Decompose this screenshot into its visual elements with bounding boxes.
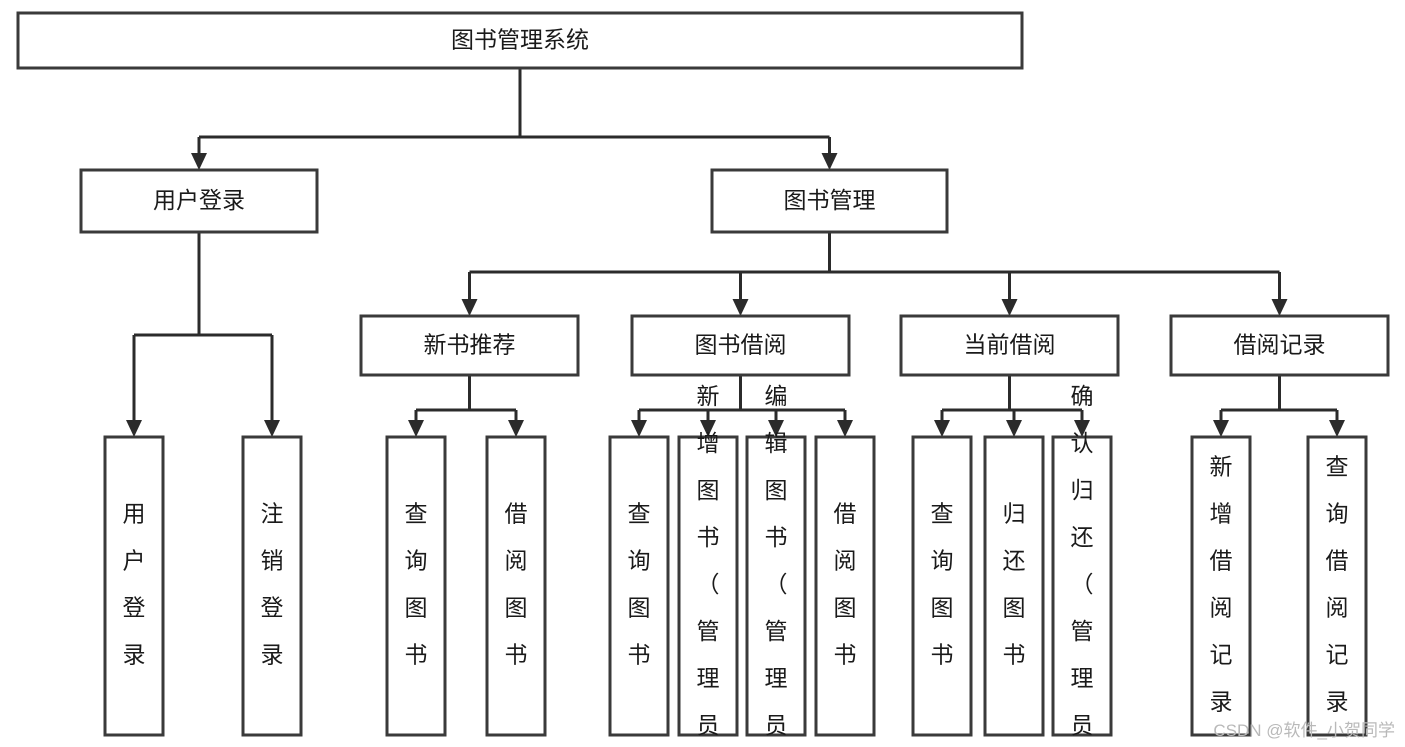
connector-lines <box>126 68 1345 437</box>
connector-root-to-user-login-arrowhead <box>191 153 207 170</box>
connector-borrow-record-to-leaf-query-record-arrowhead <box>1329 420 1345 437</box>
node-box-borrow-record <box>1169 314 1390 377</box>
node-box-root <box>16 11 1024 70</box>
node-box-leaf-borrow-book-1 <box>485 435 547 737</box>
node-label-leaf-confirm-return: 确认归还（管理员） <box>1071 383 1094 747</box>
node-user-login[interactable]: 用户登录 <box>79 168 319 234</box>
node-box-leaf-query-record <box>1306 435 1368 737</box>
node-label-user-login: 用户登录 <box>153 187 245 213</box>
node-label-new-book-rec: 新书推荐 <box>424 332 516 358</box>
node-root[interactable]: 图书管理系统 <box>16 11 1024 70</box>
node-box-leaf-query-book-1 <box>385 435 447 737</box>
connector-root-to-book-manage-arrowhead <box>821 153 838 170</box>
node-box-leaf-add-book <box>677 435 739 737</box>
node-box-leaf-edit-book <box>745 435 807 737</box>
node-book-borrow[interactable]: 图书借阅 <box>630 314 851 377</box>
node-label-borrow-record: 借阅记录 <box>1234 332 1326 358</box>
node-label-root: 图书管理系统 <box>451 27 589 53</box>
connector-book-borrow-to-leaf-add-book-arrowhead <box>700 420 716 437</box>
node-box-user-login <box>79 168 319 234</box>
connector-bookmanage-to-current-borrow-arrowhead <box>1001 299 1018 316</box>
connector-book-borrow-to-leaf-edit-book-arrowhead <box>768 420 784 437</box>
connector-user-login-to-leaf-user-login-arrowhead <box>126 420 142 437</box>
connector-book-borrow-to-leaf-borrow-book-2-arrowhead <box>837 420 853 437</box>
node-leaf-borrow-book-1[interactable]: 借阅图书 <box>485 435 547 737</box>
node-box-book-manage <box>710 168 949 234</box>
node-label-leaf-borrow-book-1: 借阅图书 <box>505 501 528 668</box>
node-label-book-borrow: 图书借阅 <box>695 332 787 358</box>
connector-book-borrow-to-leaf-query-book-2-arrowhead <box>631 420 647 437</box>
node-current-borrow[interactable]: 当前借阅 <box>899 314 1120 377</box>
node-box-leaf-confirm-return <box>1051 435 1113 737</box>
node-box-leaf-borrow-book-2 <box>814 435 876 737</box>
node-label-leaf-logout: 注销登录 <box>261 501 284 668</box>
node-leaf-borrow-book-2[interactable]: 借阅图书 <box>814 435 876 737</box>
connector-new-book-rec-to-leaf-query-book-1-arrowhead <box>408 420 424 437</box>
node-leaf-query-record[interactable]: 查询借阅记录 <box>1306 435 1368 737</box>
node-box-book-borrow <box>630 314 851 377</box>
node-label-leaf-query-book-3: 查询图书 <box>931 501 954 668</box>
node-book-manage[interactable]: 图书管理 <box>710 168 949 234</box>
connector-current-borrow-to-leaf-confirm-return-arrowhead <box>1074 420 1090 437</box>
node-box-current-borrow <box>899 314 1120 377</box>
node-leaf-add-book[interactable]: 新增图书（管理员） <box>677 383 739 747</box>
node-label-book-manage: 图书管理 <box>784 187 876 213</box>
node-box-new-book-rec <box>359 314 580 377</box>
node-label-leaf-edit-book: 编辑图书（管理员） <box>765 383 788 747</box>
connector-bookmanage-to-borrow-record-arrowhead <box>1271 299 1288 316</box>
node-box-leaf-logout <box>241 435 303 737</box>
node-box-leaf-query-book-2 <box>608 435 670 737</box>
connector-current-borrow-to-leaf-query-book-3-arrowhead <box>934 420 950 437</box>
node-leaf-edit-book[interactable]: 编辑图书（管理员） <box>745 383 807 747</box>
node-borrow-record[interactable]: 借阅记录 <box>1169 314 1390 377</box>
connector-user-login-to-leaf-logout-arrowhead <box>264 420 280 437</box>
node-label-leaf-borrow-book-2: 借阅图书 <box>834 501 857 668</box>
connector-bookmanage-to-book-borrow-arrowhead <box>732 299 749 316</box>
connector-new-book-rec-to-leaf-borrow-book-1-arrowhead <box>508 420 524 437</box>
node-leaf-logout[interactable]: 注销登录 <box>241 435 303 737</box>
node-box-leaf-add-record <box>1190 435 1252 737</box>
node-label-leaf-add-record: 新增借阅记录 <box>1210 454 1233 715</box>
node-label-leaf-return-book: 归还图书 <box>1003 501 1026 668</box>
node-label-leaf-user-login: 用户登录 <box>123 501 146 668</box>
node-box-leaf-user-login <box>103 435 165 737</box>
node-leaf-return-book[interactable]: 归还图书 <box>983 435 1045 737</box>
node-label-leaf-query-book-2: 查询图书 <box>628 501 651 668</box>
node-label-current-borrow: 当前借阅 <box>964 332 1056 358</box>
connector-borrow-record-to-leaf-add-record-arrowhead <box>1213 420 1229 437</box>
node-leaf-user-login[interactable]: 用户登录 <box>103 435 165 737</box>
connector-current-borrow-to-leaf-return-book-arrowhead <box>1006 420 1022 437</box>
node-label-leaf-query-record: 查询借阅记录 <box>1326 454 1349 715</box>
node-box-leaf-query-book-3 <box>911 435 973 737</box>
node-boxes: 图书管理系统用户登录图书管理新书推荐图书借阅当前借阅借阅记录用户登录注销登录查询… <box>16 11 1390 747</box>
node-box-leaf-return-book <box>983 435 1045 737</box>
node-leaf-confirm-return[interactable]: 确认归还（管理员） <box>1051 383 1113 747</box>
node-leaf-add-record[interactable]: 新增借阅记录 <box>1190 435 1252 737</box>
connector-bookmanage-to-new-book-rec-arrowhead <box>461 299 478 316</box>
node-new-book-rec[interactable]: 新书推荐 <box>359 314 580 377</box>
node-leaf-query-book-2[interactable]: 查询图书 <box>608 435 670 737</box>
node-label-leaf-add-book: 新增图书（管理员） <box>697 383 720 747</box>
node-label-leaf-query-book-1: 查询图书 <box>405 501 428 668</box>
node-leaf-query-book-1[interactable]: 查询图书 <box>385 435 447 737</box>
node-leaf-query-book-3[interactable]: 查询图书 <box>911 435 973 737</box>
